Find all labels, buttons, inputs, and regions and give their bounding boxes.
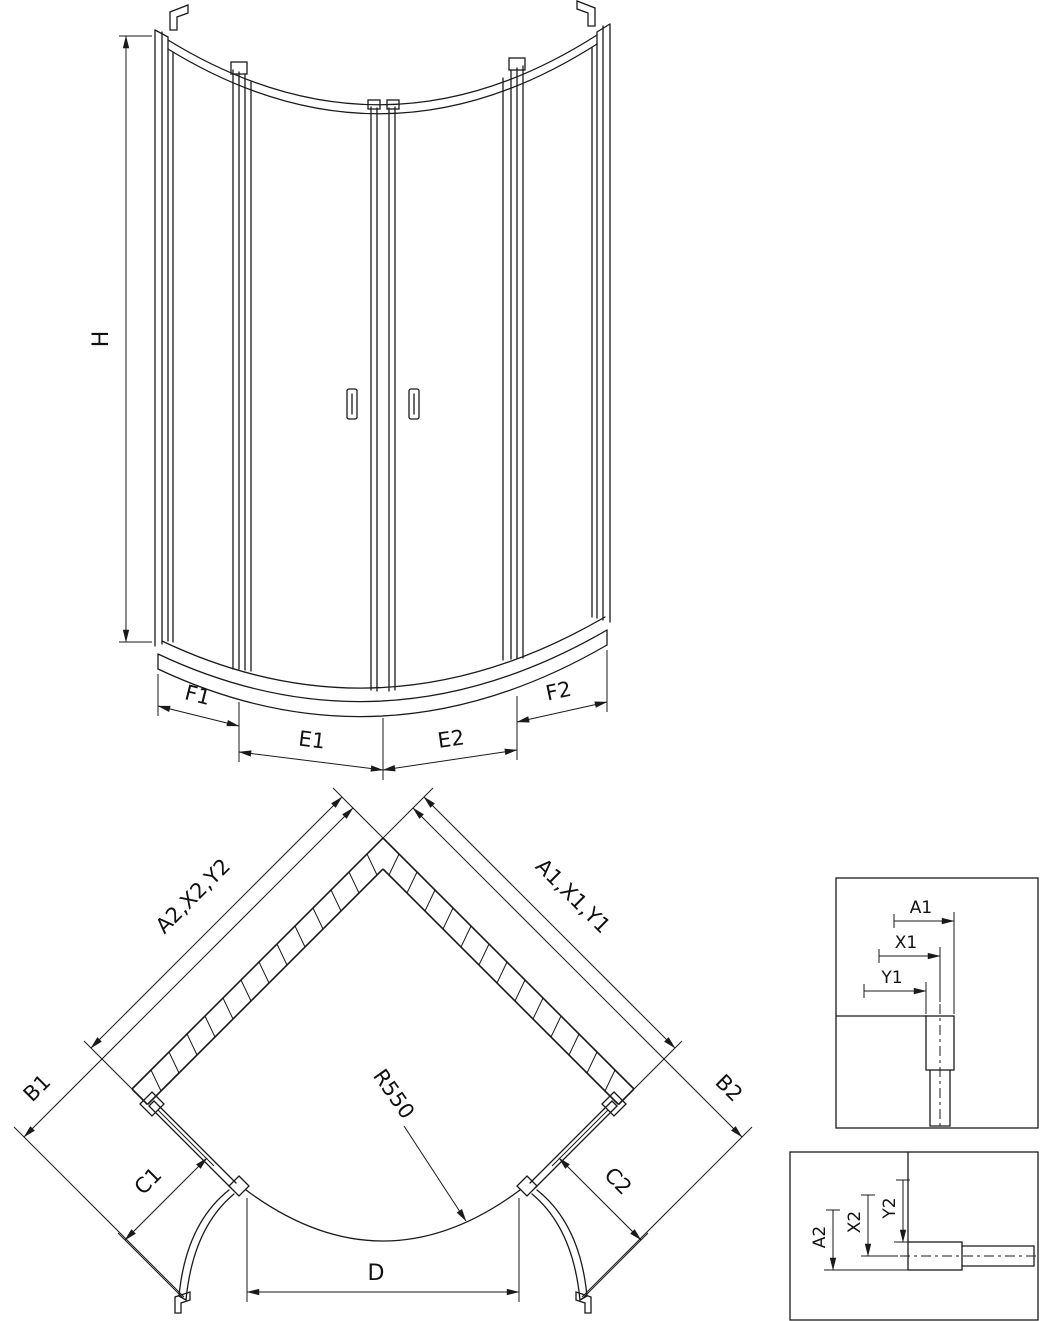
dimension-a1x1y1: A1,X1,Y1 [423,796,676,1049]
detail-dimension-a1: A1 [893,898,955,1014]
detail-dimension-y2: Y2 [880,1179,910,1243]
front-elevation-view: H F1 E1 E2 F2 [89,0,611,780]
plan-view: A2,X2,Y2 A1,X1,Y1 B1 B2 C1 C2 [13,787,753,1314]
left-wall-dimension-label: A2,X2,Y2 [151,854,235,938]
detail-view-a1x1y1: A1 X1 Y1 [835,877,1039,1129]
detail-dimension-x1: X1 [878,933,941,1002]
dimension-e1: E1 [238,718,384,780]
dimension-a2x2y2: A2,X2,Y2 [90,796,343,1049]
wall-bracket-right [576,0,596,27]
c2-dimension-label: C2 [600,1163,637,1200]
door-bracket-right [575,1291,592,1314]
y2-detail-label: Y2 [880,1197,900,1219]
stile-cap-left [367,99,381,110]
wall-bracket-left [169,4,189,31]
pivot-cap-left [230,61,248,75]
hinge-post-right-plan [516,1175,538,1197]
dimension-c1: C1 [117,1109,215,1299]
extension-corner-left [332,787,384,839]
door-handle-right [408,388,420,420]
door-arc-closed [245,1189,521,1242]
fixed-panel-left [172,51,248,671]
door-open-right [531,1189,592,1314]
door-right [386,77,504,692]
a1-detail-label: A1 [910,898,932,918]
d-dimension-label: D [368,1261,385,1286]
x1-detail-label: X1 [895,933,917,953]
radius-callout: R550 [368,1065,467,1222]
door-handle-left [346,388,358,420]
f2-dimension-label: F2 [544,677,574,706]
b2-dimension-label: B2 [711,1070,748,1107]
extension-corner-right [382,787,434,839]
door-left [250,81,381,692]
door-open-left [174,1189,235,1314]
dimension-h: H [89,35,152,643]
pivot-cap-right [508,57,526,71]
hinge-post-left-plan [228,1175,250,1197]
shower-tray [157,616,608,718]
a2-detail-label: A2 [810,1226,830,1248]
c1-dimension-label: C1 [130,1163,167,1200]
detail-dimension-y1: Y1 [863,968,927,1014]
x2-detail-label: X2 [845,1211,865,1233]
dimension-d: D [246,1198,520,1302]
dimension-f1: F1 [157,674,240,762]
detail-frame-bottom [789,1151,1039,1321]
detail-dimension-x2: X2 [845,1194,898,1257]
dimension-f2: F2 [516,650,608,723]
y1-detail-label: Y1 [880,968,902,988]
wall-right [382,837,635,1106]
wall-left [131,837,384,1106]
radius-label: R550 [368,1065,419,1124]
door-bracket-left [174,1291,191,1314]
detail-view-a2x2y2: A2 X2 Y2 [789,1151,1039,1321]
e2-dimension-label: E2 [436,725,466,752]
detail-frame-right [835,877,1039,1129]
f1-dimension-label: F1 [182,680,213,709]
wall-profile-left [154,4,189,647]
detail-dimension-a2: A2 [810,1209,908,1271]
dimension-c2: C2 [551,1109,649,1299]
stile-cap-right [386,99,400,110]
b1-dimension-label: B1 [19,1070,56,1107]
fixed-panel-right [508,47,593,660]
height-dimension-label: H [89,331,114,348]
top-rail [167,34,598,115]
dimension-e2: E2 [382,696,518,772]
e1-dimension-label: E1 [297,727,326,754]
wall-profile-right [576,0,611,623]
right-wall-dimension-label: A1,X1,Y1 [531,854,615,938]
